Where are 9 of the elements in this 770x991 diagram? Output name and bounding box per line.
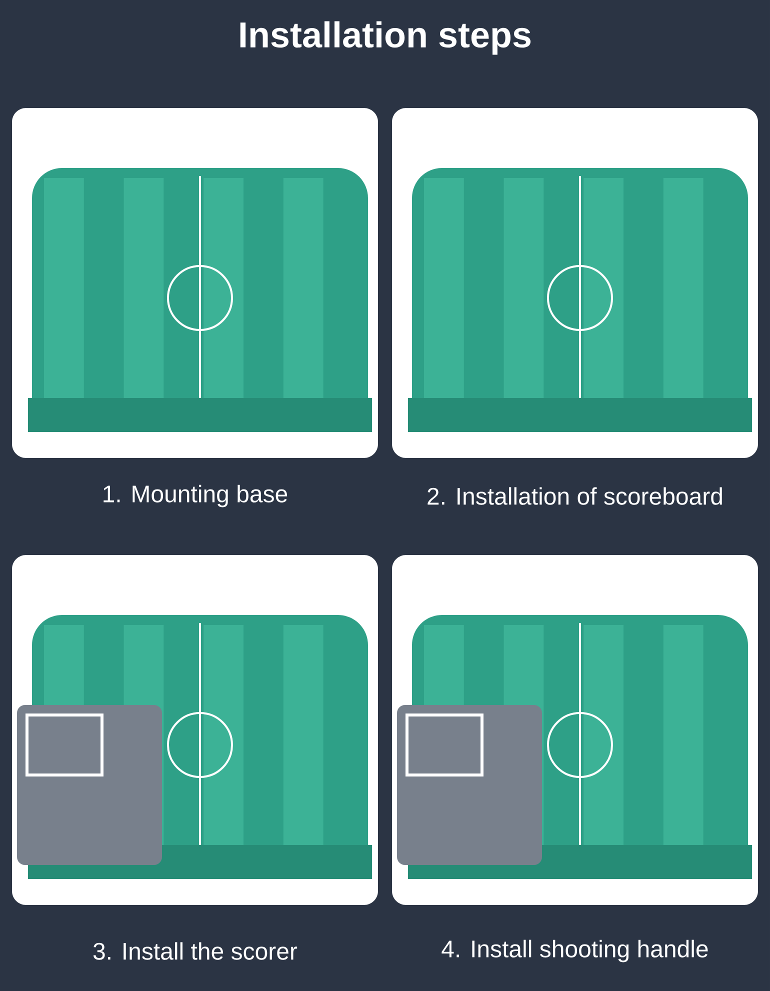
step-label: 4. Install shooting handle: [442, 940, 708, 962]
step-label: 1. Mounting base: [104, 484, 288, 508]
photo: [392, 555, 758, 905]
photo: [12, 108, 378, 458]
step-label: 2. Installation of scoreboard: [428, 487, 722, 505]
title: Installation steps: [240, 21, 531, 55]
photo: [392, 108, 758, 458]
step-label: 3. Install the scorer: [93, 942, 298, 960]
photo: [12, 555, 378, 905]
